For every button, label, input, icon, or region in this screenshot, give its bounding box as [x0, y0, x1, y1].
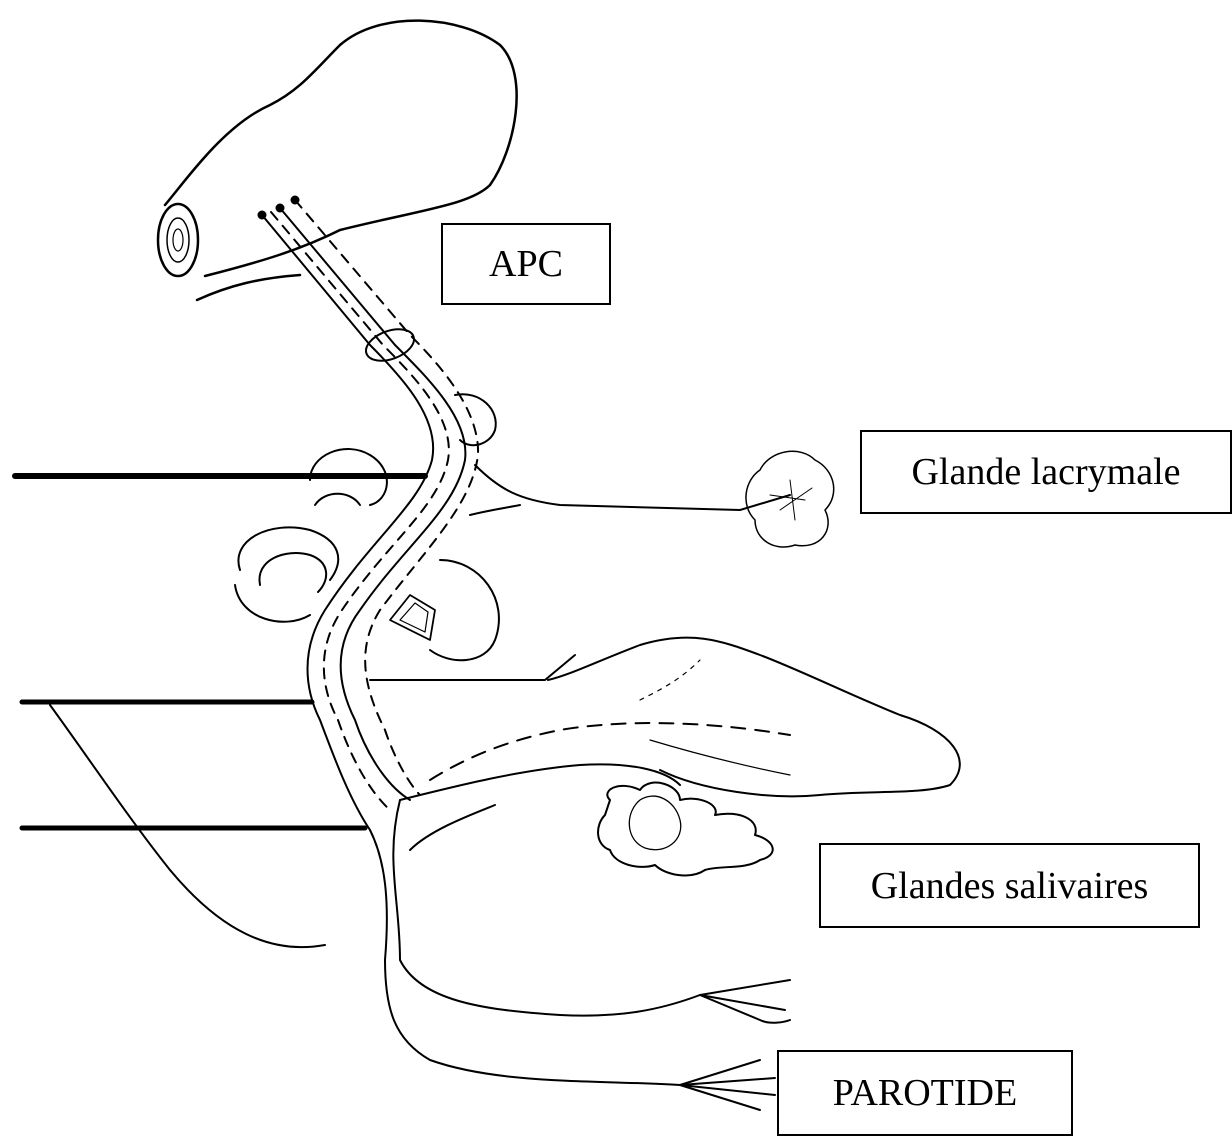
parotid-nerve-branches — [370, 764, 790, 1110]
label-glandes-salivaires: Glandes salivaires — [819, 843, 1200, 928]
ganglion-and-inner-ear — [235, 394, 499, 660]
label-apc: APC — [441, 223, 611, 305]
label-glande-lacrymale: Glande lacrymale — [860, 430, 1232, 514]
left-reference-lines — [15, 476, 425, 947]
lacrimal-gland-shape — [746, 451, 834, 547]
lacrimal-branch — [470, 465, 790, 515]
tongue-and-salivary-shapes — [370, 638, 960, 876]
label-parotide: PAROTIDE — [777, 1050, 1073, 1136]
